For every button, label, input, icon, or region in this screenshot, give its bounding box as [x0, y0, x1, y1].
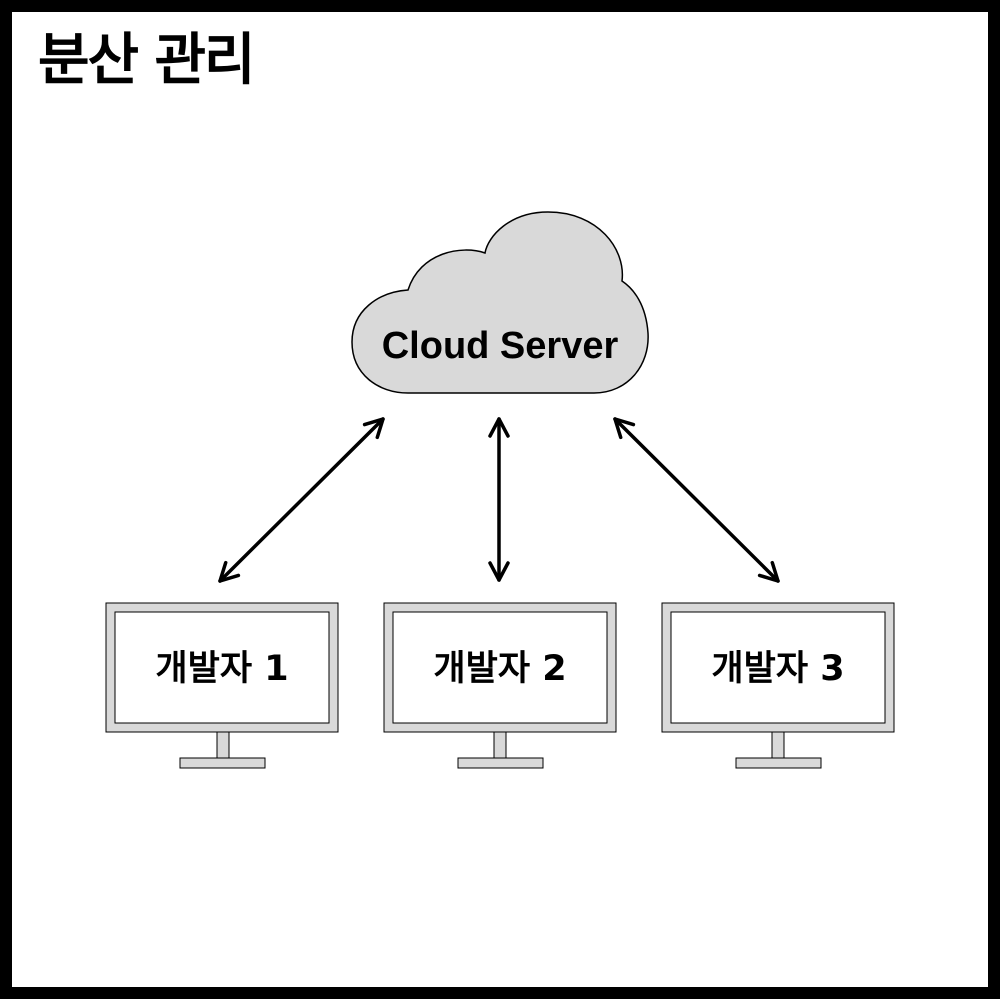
monitor-base [735, 757, 822, 769]
developer-monitor-2: 개발자 2 [383, 602, 617, 769]
page-title: 분산 관리 [38, 28, 256, 93]
monitor-screen [392, 611, 608, 724]
developer-label-2: 개발자 2 [433, 649, 566, 689]
monitor-neck [216, 731, 230, 759]
cloud-server: Cloud Server [351, 211, 649, 394]
monitor-neck [493, 731, 507, 759]
connection-arrow-3 [613, 417, 780, 583]
monitor-screen [114, 611, 330, 724]
cloud-icon [351, 211, 649, 394]
monitor-base [179, 757, 266, 769]
cloud-server-label: Cloud Server [382, 325, 619, 367]
developer-monitor-3: 개발자 3 [661, 602, 895, 769]
developer-label-3: 개발자 3 [711, 649, 844, 689]
monitor-base [457, 757, 544, 769]
developer-label-1: 개발자 1 [155, 649, 288, 689]
monitor-neck [771, 731, 785, 759]
monitor-screen [670, 611, 886, 724]
developer-monitor-1: 개발자 1 [105, 602, 339, 769]
connection-arrow-1 [218, 417, 385, 583]
